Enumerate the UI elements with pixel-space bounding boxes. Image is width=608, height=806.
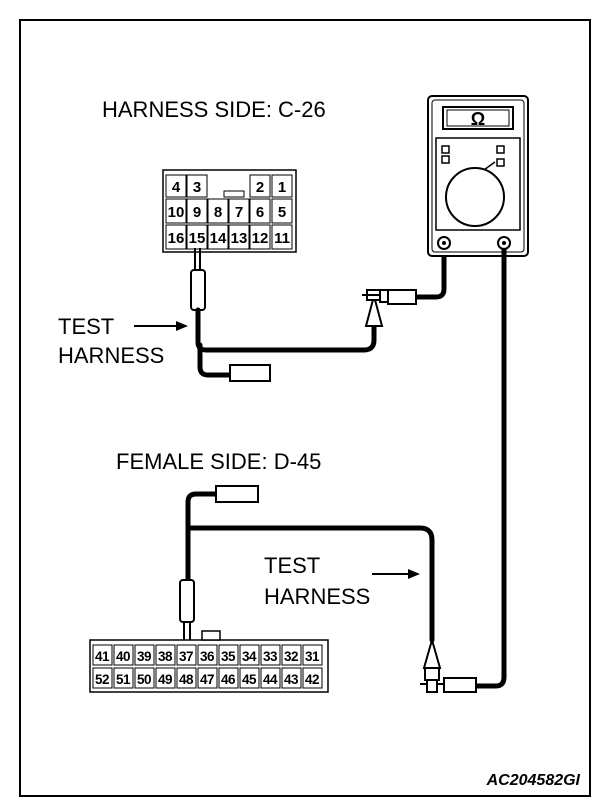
figure-code: AC204582GI [486,772,581,789]
d45-pin: 51 [116,672,131,687]
d45-pin: 49 [158,672,172,687]
loose-plug-top [229,364,271,382]
female-side-label: FEMALE SIDE: D-45 [116,449,321,474]
d45-pin: 52 [95,672,109,687]
connector-d45: 41 40 39 38 37 36 35 34 33 32 31 52 51 5… [89,630,329,693]
c26-probe [190,248,206,311]
d45-pin: 44 [263,672,278,687]
c26-pin: 15 [189,230,206,247]
d45-pin: 50 [137,672,151,687]
c26-pin: 2 [256,179,264,196]
d45-pin: 42 [305,672,319,687]
c26-pin: 14 [210,230,227,247]
range-dial [445,167,505,227]
d45-pin: 34 [242,649,257,664]
test-harness-bottom-wire [185,491,435,643]
d45-pin: 47 [200,672,214,687]
meter-display [442,106,514,130]
c26-pin: 1 [278,179,286,196]
d45-pin: 46 [221,672,236,687]
d45-pin: 37 [179,649,193,664]
d45-pin: 45 [242,672,257,687]
clip-bottom [420,636,444,693]
test-harness-top-wire [195,307,377,378]
arrow-top [134,321,188,331]
d45-pin: 36 [200,649,215,664]
d45-pin: 48 [179,672,194,687]
c26-pin: 8 [214,204,222,221]
figure-border [19,19,591,797]
meter-lead-plug-bottom [443,677,477,693]
c26-pin: 13 [231,230,248,247]
d45-pin: 32 [284,649,298,664]
d45-pin: 31 [305,649,320,664]
d45-pin: 38 [158,649,173,664]
connector-c26: 4 3 2 1 10 9 8 7 6 5 16 15 14 13 12 11 [162,169,297,253]
arrow-bottom [372,569,420,579]
c26-pin: 9 [193,204,201,221]
loose-plug-bottom [215,485,259,503]
c26-pin: 11 [274,230,290,247]
c26-pin: 5 [278,204,286,221]
test-harness-label-bottom-2: HARNESS [264,584,370,609]
meter-lead-plug-top [387,289,417,305]
test-harness-label-top-1: TEST [58,314,114,339]
ohm-symbol: Ω [471,109,485,129]
d45-pin: 40 [116,649,130,664]
meter-lead-bottom [476,248,507,689]
test-harness-label-bottom-1: TEST [264,553,320,578]
d45-pin: 35 [221,649,236,664]
test-harness-label-top-2: HARNESS [58,343,164,368]
harness-side-label: HARNESS SIDE: C-26 [102,97,326,122]
meter-lead-top [416,248,447,300]
d45-pin: 39 [137,649,151,664]
d45-pin: 43 [284,672,299,687]
d45-probe [179,579,195,644]
c26-pin: 4 [172,179,181,196]
c26-pin: 6 [256,204,264,221]
clip-top [362,289,391,327]
d45-pin: 33 [263,649,278,664]
c26-pin: 12 [252,230,269,247]
c26-pin: 7 [235,204,243,221]
ohmmeter: Ω [427,95,529,257]
c26-pin: 10 [168,204,185,221]
d45-pin: 41 [95,649,110,664]
c26-pin: 3 [193,179,201,196]
c26-pin: 16 [168,230,185,247]
